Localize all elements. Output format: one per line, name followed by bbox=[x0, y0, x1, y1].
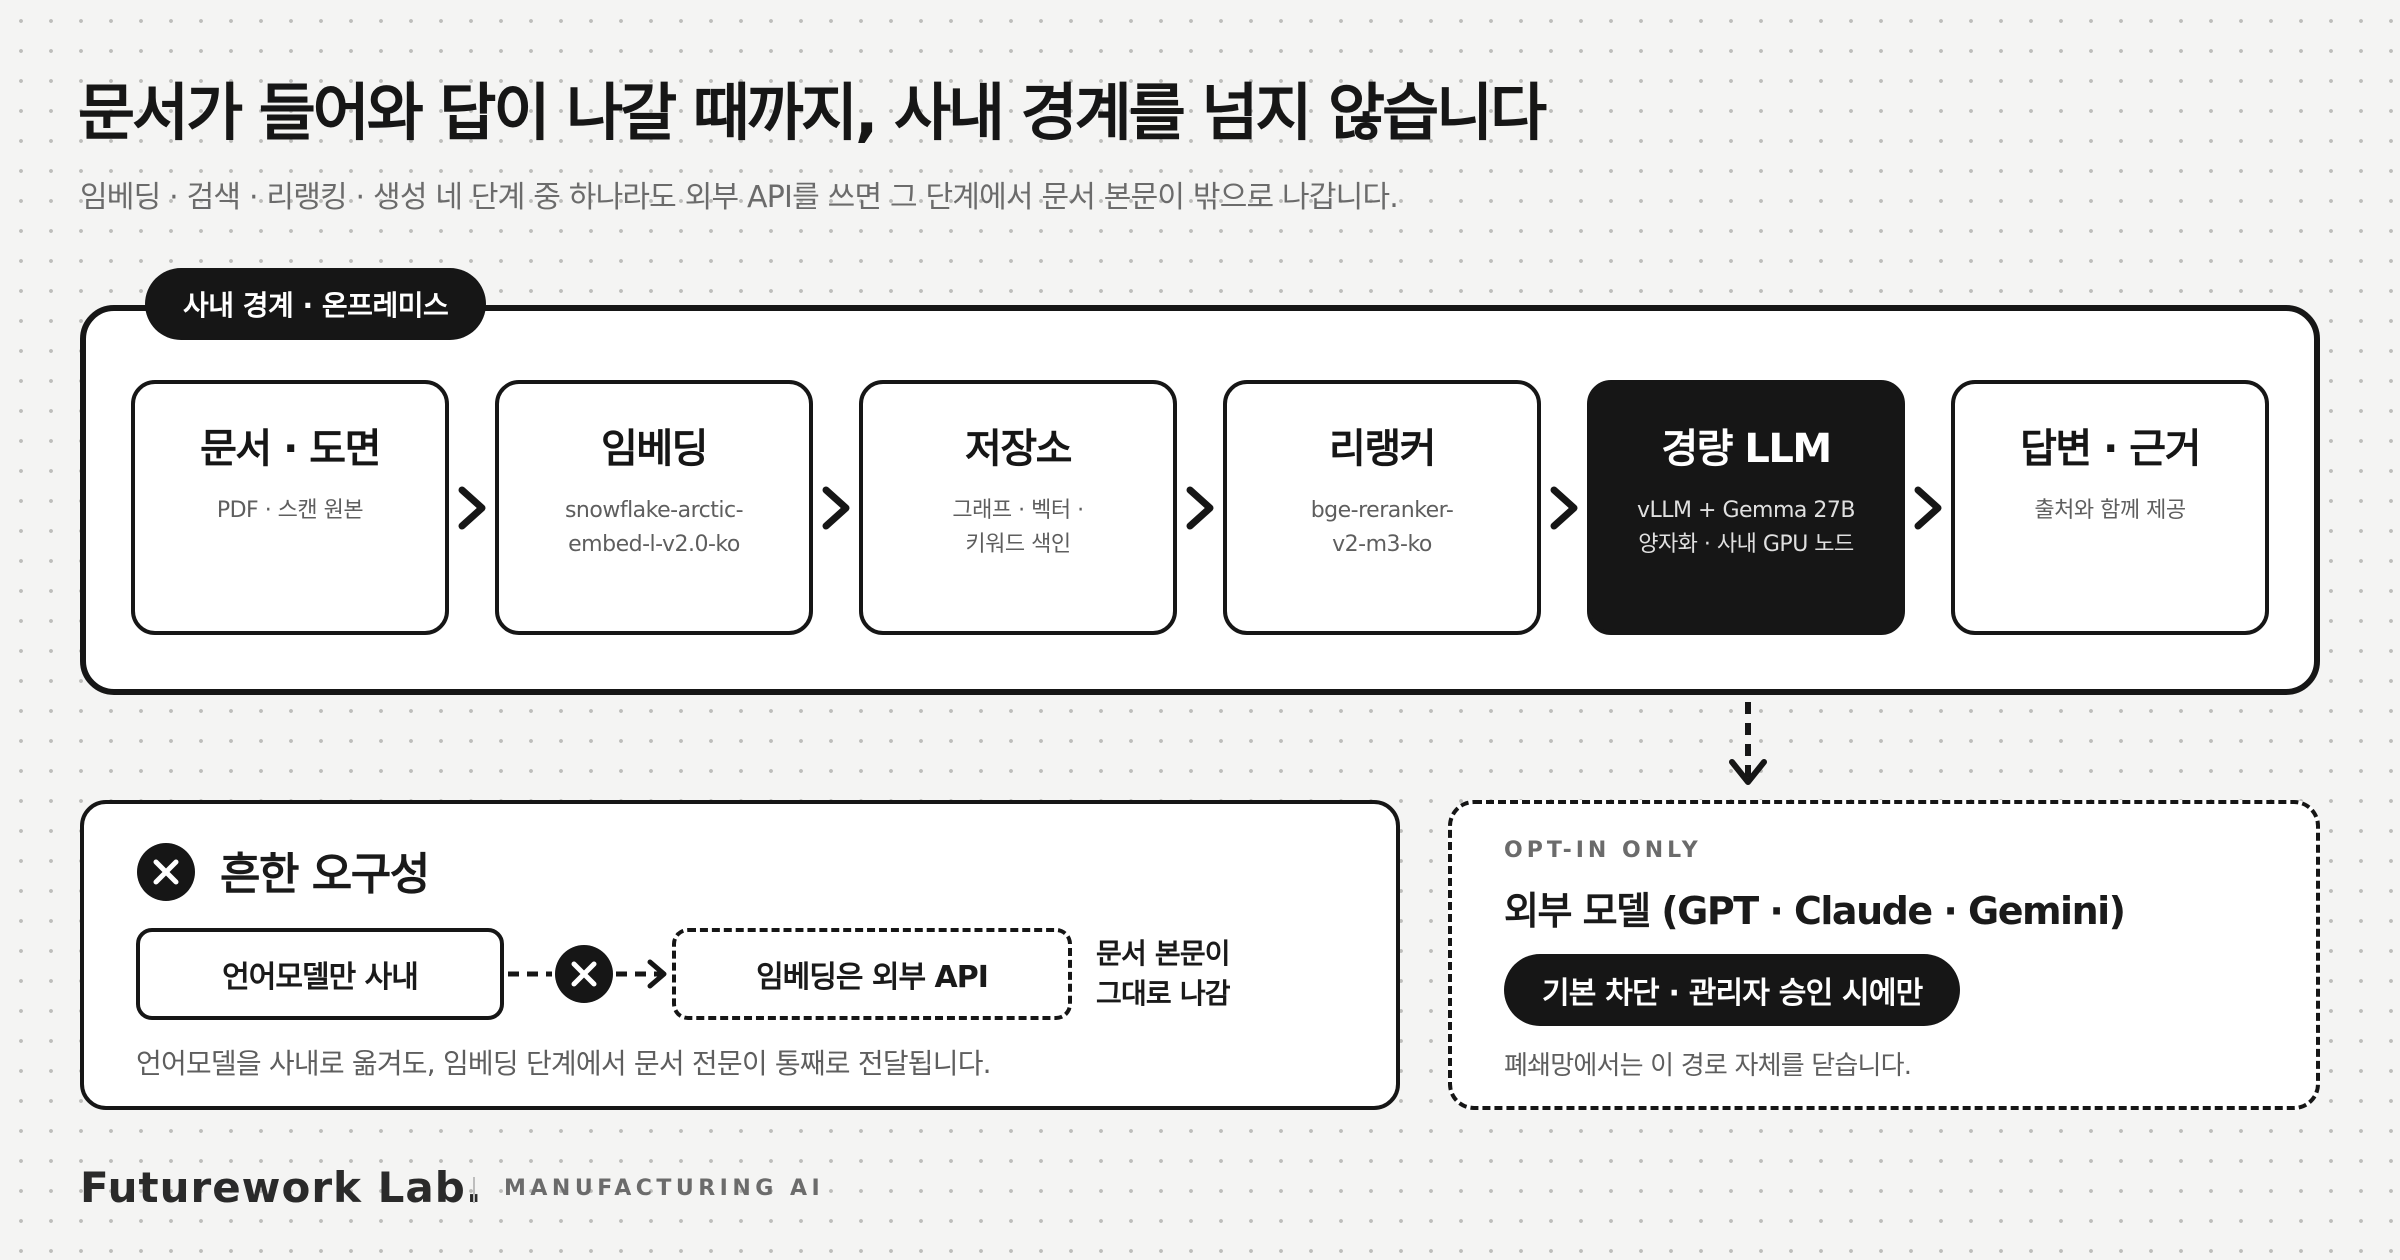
optin-caption: 폐쇄망에서는 이 경로 자체를 닫습니다. bbox=[1504, 1051, 1912, 1081]
llm-onprem-box: 언어모델만 사내 bbox=[136, 928, 504, 1020]
chevron-right-icon bbox=[1550, 486, 1578, 530]
x-circle-icon bbox=[137, 843, 195, 901]
stage-description: 그래프 · 벡터 · 키워드 색인 bbox=[863, 494, 1173, 562]
stage-description: vLLM + Gemma 27B 양자화 · 사내 GPU 노드 bbox=[1591, 494, 1901, 562]
misconfiguration-caption: 언어모델을 사내로 옮겨도, 임베딩 단계에서 문서 전문이 통째로 전달됩니다… bbox=[136, 1047, 992, 1080]
stage-embedding: 임베딩 snowflake-arctic- embed-l-v2.0-ko bbox=[495, 380, 813, 635]
stage-description-line: vLLM + Gemma 27B bbox=[1637, 498, 1855, 523]
stage-description-line: 키워드 색인 bbox=[965, 532, 1071, 557]
stage-title: 문서 · 도면 bbox=[200, 426, 381, 472]
chevron-right-icon bbox=[458, 486, 486, 530]
stage-description-line: bge-reranker- bbox=[1310, 498, 1454, 523]
stage-title: 경량 LLM bbox=[1661, 426, 1832, 472]
footer-divider bbox=[473, 1177, 475, 1203]
stage-llm: 경량 LLM vLLM + Gemma 27B 양자화 · 사내 GPU 노드 bbox=[1587, 380, 1905, 635]
stage-documents: 문서 · 도면 PDF · 스캔 원본 bbox=[131, 380, 449, 635]
leak-note-line: 그대로 나감 bbox=[1096, 977, 1231, 1010]
chevron-right-icon bbox=[1186, 486, 1214, 530]
leak-note: 문서 본문이 그대로 나감 bbox=[1096, 934, 1231, 1014]
stage-storage: 저장소 그래프 · 벡터 · 키워드 색인 bbox=[859, 380, 1177, 635]
stage-reranker: 리랭커 bge-reranker- v2-m3-ko bbox=[1223, 380, 1541, 635]
stage-title: 저장소 bbox=[965, 426, 1072, 472]
stage-description-line: snowflake-arctic- bbox=[564, 498, 744, 523]
blocked-connector bbox=[508, 945, 667, 1003]
optin-policy-badge: 기본 차단 · 관리자 승인 시에만 bbox=[1504, 954, 1961, 1026]
brand-tagline: MANUFACTURING AI bbox=[504, 1176, 825, 1201]
stage-description-line: PDF · 스캔 원본 bbox=[216, 498, 364, 523]
optin-label: OPT-IN ONLY bbox=[1504, 838, 1702, 863]
stage-description-line: 그래프 · 벡터 · bbox=[952, 498, 1084, 523]
boundary-label: 사내 경계 · 온프레미스 bbox=[145, 268, 487, 340]
page-title: 문서가 들어와 답이 나갈 때까지, 사내 경계를 넘지 않습니다 bbox=[78, 76, 1547, 149]
optin-title: 외부 모델 (GPT · Claude · Gemini) bbox=[1504, 889, 2126, 933]
arrow-down-icon bbox=[1729, 702, 1767, 785]
stage-description: snowflake-arctic- embed-l-v2.0-ko bbox=[499, 494, 809, 562]
misconfiguration-title: 흔한 오구성 bbox=[220, 849, 430, 900]
stage-answer: 답변 · 근거 출처와 함께 제공 bbox=[1951, 380, 2269, 635]
external-embedding-box: 임베딩은 외부 API bbox=[672, 928, 1072, 1020]
chevron-right-icon bbox=[1914, 486, 1942, 530]
stage-title: 답변 · 근거 bbox=[2020, 426, 2201, 472]
brand-logo: Futurework Lab. bbox=[80, 1163, 483, 1212]
stage-description-line: v2-m3-ko bbox=[1332, 532, 1432, 557]
stage-description-line: 출처와 함께 제공 bbox=[2034, 498, 2186, 523]
leak-note-line: 문서 본문이 bbox=[1096, 937, 1231, 970]
stage-title: 임베딩 bbox=[601, 426, 708, 472]
stage-title: 리랭커 bbox=[1329, 426, 1436, 472]
stage-description: 출처와 함께 제공 bbox=[1955, 494, 2265, 528]
stage-description-line: 양자화 · 사내 GPU 노드 bbox=[1638, 532, 1854, 557]
stage-description-line: embed-l-v2.0-ko bbox=[568, 532, 740, 557]
stage-description: bge-reranker- v2-m3-ko bbox=[1227, 494, 1537, 562]
chevron-right-icon bbox=[822, 486, 850, 530]
stage-description: PDF · 스캔 원본 bbox=[135, 494, 445, 528]
page-subtitle: 임베딩 · 검색 · 리랭킹 · 생성 네 단계 중 하나라도 외부 API를 … bbox=[80, 180, 1399, 215]
